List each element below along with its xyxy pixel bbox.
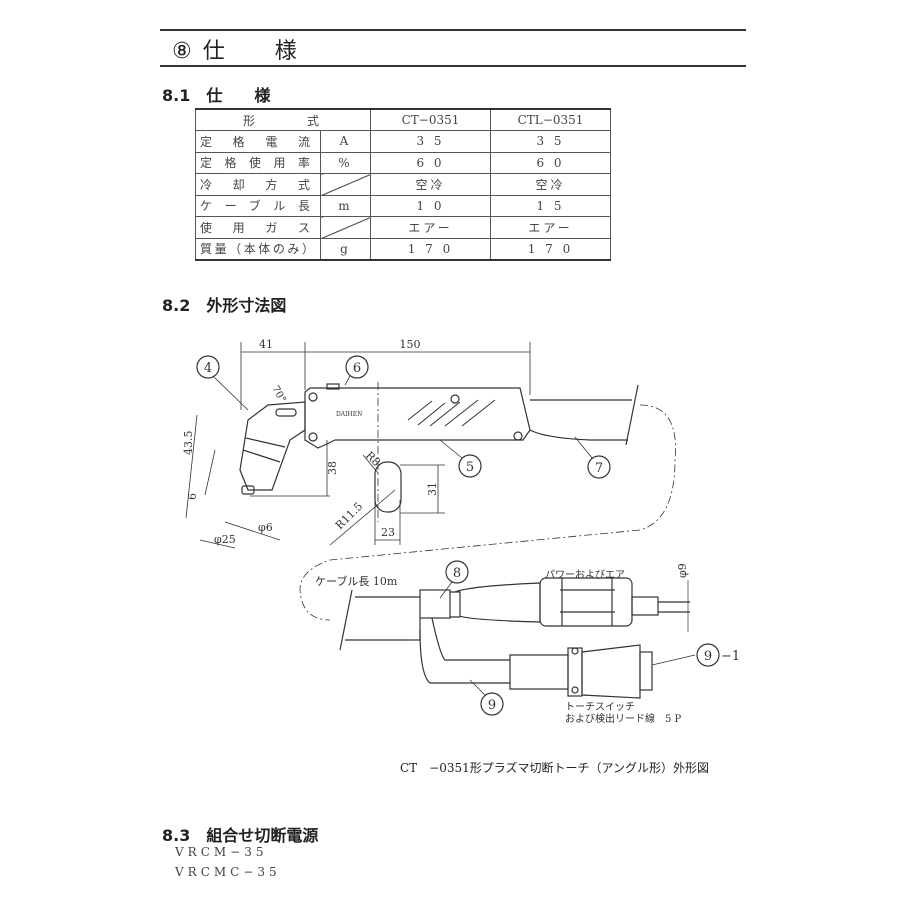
dim-150: 150 <box>400 338 421 351</box>
power-source-heading: 8.3 組合せ切断電源 <box>162 826 319 845</box>
table-header: 形 式 CT−0351 CTL−0351 <box>195 108 611 131</box>
callout-5: 5 <box>466 460 474 475</box>
top-rule <box>160 29 746 31</box>
section-title: ⑧ 仕 様 <box>172 39 299 64</box>
callout-6: 6 <box>353 361 361 376</box>
title-underline <box>160 65 746 67</box>
callout-9-1-suffix: −1 <box>721 649 740 664</box>
power-source-model: VRCM−35 <box>175 845 268 859</box>
dimension-lines <box>185 342 531 549</box>
dim-r8: R8 <box>363 449 383 469</box>
dim-6: 6 <box>186 493 199 500</box>
dim-angle: 70° <box>269 384 287 405</box>
dim-phi9: φ9 <box>676 563 689 578</box>
dim-41: 41 <box>259 338 273 351</box>
switch-label-2: および検出リード線 5 P <box>565 712 682 725</box>
callout-9: 9 <box>488 698 496 713</box>
callout-4: 4 <box>204 361 212 376</box>
dim-r11-5: R11.5 <box>333 500 365 532</box>
spec-heading: 8.1 仕 様 <box>162 86 271 105</box>
dim-phi6: φ6 <box>258 521 273 534</box>
power-source-model: VRCMC−35 <box>175 865 281 879</box>
callout-7: 7 <box>595 461 603 476</box>
dim-phi25: φ25 <box>214 533 236 546</box>
handle-section-outline <box>374 461 402 513</box>
callout-9-1: 9 <box>704 649 712 664</box>
callout-8: 8 <box>453 566 461 581</box>
torch-handle <box>304 383 531 449</box>
brand-logo: DAIHEN <box>336 411 362 418</box>
torch-head <box>239 401 306 495</box>
dim-31: 31 <box>426 482 439 496</box>
dim-43-5: 43.5 <box>182 431 195 456</box>
drawing-heading: 8.2 外形寸法図 <box>162 296 287 315</box>
power-air-label: パワーおよびエア <box>545 569 625 581</box>
dim-23: 23 <box>381 526 395 539</box>
switch-label-1: トーチスイッチ <box>565 701 635 713</box>
cable-length-label: ケーブル長 10m <box>315 574 398 588</box>
drawing-caption: CT −0351形プラズマ切断トーチ（アングル形）外形図 <box>400 761 710 775</box>
torch-cable <box>299 384 676 621</box>
callout-circles <box>196 355 720 716</box>
dim-38: 38 <box>326 461 339 475</box>
connector-assembly <box>339 577 696 699</box>
